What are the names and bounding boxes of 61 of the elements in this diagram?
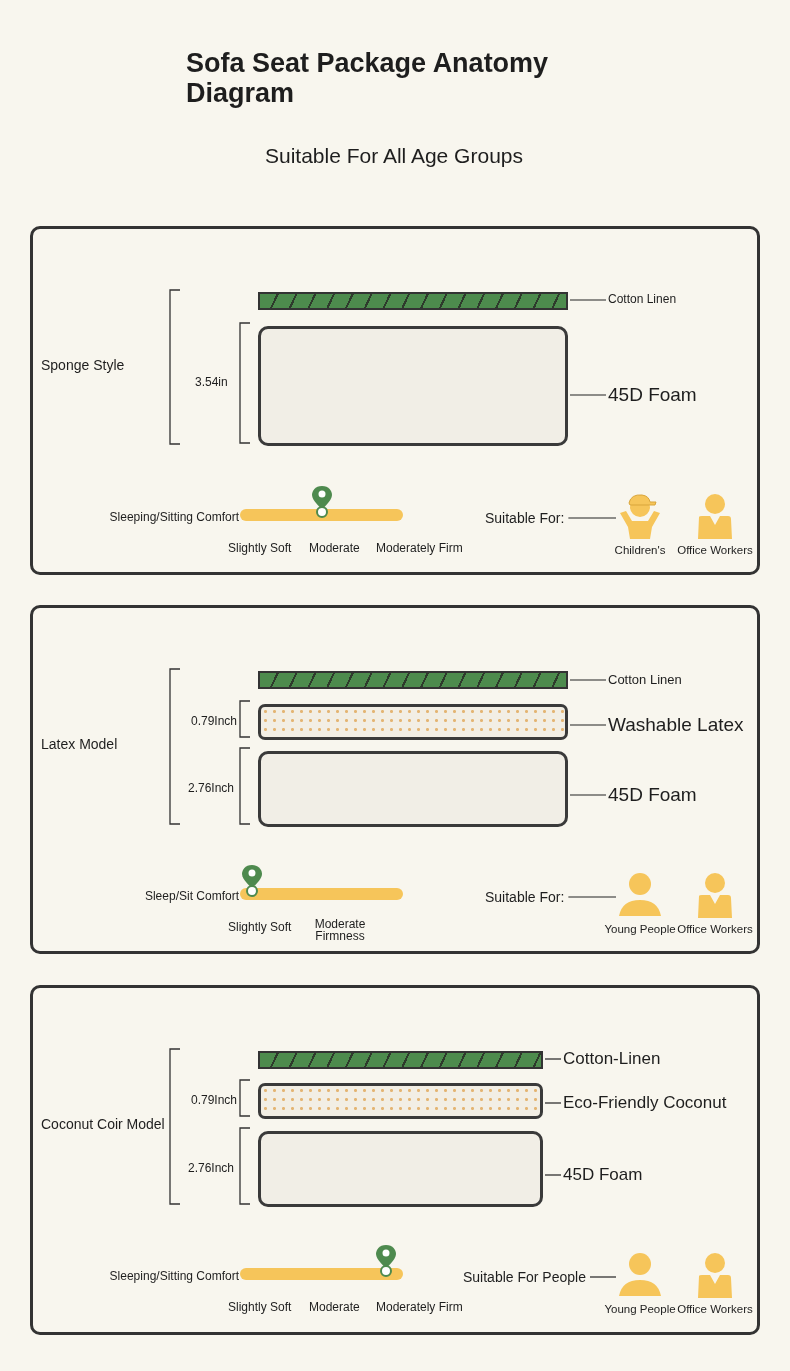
- dotted-layer: [258, 1083, 543, 1119]
- layer-label: Cotton Linen: [608, 293, 677, 307]
- panel-heading: Latex Model: [41, 736, 118, 753]
- child-icon: [618, 493, 662, 541]
- panel-heading: Sponge Style: [41, 357, 125, 374]
- suitable-label: Suitable For:: [485, 888, 565, 906]
- foam-layer: [258, 1131, 543, 1207]
- layer-label: Eco-Friendly Coconut: [563, 1093, 727, 1113]
- subtitle: Suitable For All Age Groups: [265, 143, 523, 169]
- leader-line: [567, 896, 617, 898]
- leader-line: [544, 1058, 562, 1060]
- icon-caption: Young People: [604, 923, 676, 937]
- dimension-label: 3.54in: [195, 376, 228, 390]
- icon-caption: Young People: [604, 1303, 676, 1317]
- scale-label: Moderate Firmness: [313, 918, 367, 942]
- dimension-label: 2.76Inch: [188, 782, 235, 796]
- leader-line: [569, 394, 607, 396]
- panel-heading: Coconut Coir Model: [41, 1116, 165, 1133]
- scale-label: Moderate: [309, 542, 360, 556]
- title: Sofa Seat Package Anatomy Diagram: [186, 48, 550, 108]
- layer-label: 45D Foam: [608, 384, 697, 406]
- fabric-layer: [258, 1051, 543, 1069]
- leader-line: [567, 517, 617, 519]
- scale-label: Slightly Soft: [228, 542, 292, 556]
- dotted-layer: [258, 704, 568, 740]
- scale-label: Moderate: [309, 1301, 360, 1315]
- suitable-label: Suitable For:: [485, 509, 565, 527]
- comfort-label: Sleep/Sit Comfort: [144, 890, 239, 904]
- foam-layer: [258, 326, 568, 446]
- suitable-label: Suitable For People: [463, 1268, 586, 1286]
- scale-label: Slightly Soft: [228, 921, 292, 935]
- layer-label: Cotton-Linen: [563, 1049, 661, 1069]
- fabric-layer: [258, 292, 568, 310]
- layer-label: Washable Latex: [608, 714, 744, 736]
- leader-line: [569, 794, 607, 796]
- leader-line: [569, 724, 607, 726]
- layer-label: 45D Foam: [608, 784, 697, 806]
- product-panel: [30, 226, 760, 575]
- leader-line: [569, 299, 607, 301]
- leader-line: [544, 1174, 562, 1176]
- icon-caption: Children's: [614, 544, 666, 558]
- comfort-label: Sleeping/Sitting Comfort: [109, 1270, 239, 1284]
- scale-label: Moderately Firm: [376, 542, 463, 556]
- leader-line: [544, 1102, 562, 1104]
- scale-label: Slightly Soft: [228, 1301, 292, 1315]
- comfort-label: Sleeping/Sitting Comfort: [109, 511, 239, 525]
- fabric-layer: [258, 671, 568, 689]
- product-panel: [30, 985, 760, 1335]
- dimension-label: 0.79Inch: [191, 715, 238, 729]
- icon-caption: Office Workers: [677, 1303, 753, 1317]
- leader-line: [589, 1276, 617, 1278]
- dimension-label: 2.76Inch: [188, 1162, 235, 1176]
- layer-label: Cotton Linen: [608, 672, 682, 688]
- leader-line: [569, 679, 607, 681]
- dimension-label: 0.79Inch: [191, 1094, 238, 1108]
- icon-caption: Office Workers: [677, 923, 753, 937]
- icon-caption: Office Workers: [677, 544, 753, 558]
- scale-label: Moderately Firm: [376, 1301, 463, 1315]
- foam-layer: [258, 751, 568, 827]
- product-panel: [30, 605, 760, 954]
- layer-label: 45D Foam: [563, 1165, 643, 1185]
